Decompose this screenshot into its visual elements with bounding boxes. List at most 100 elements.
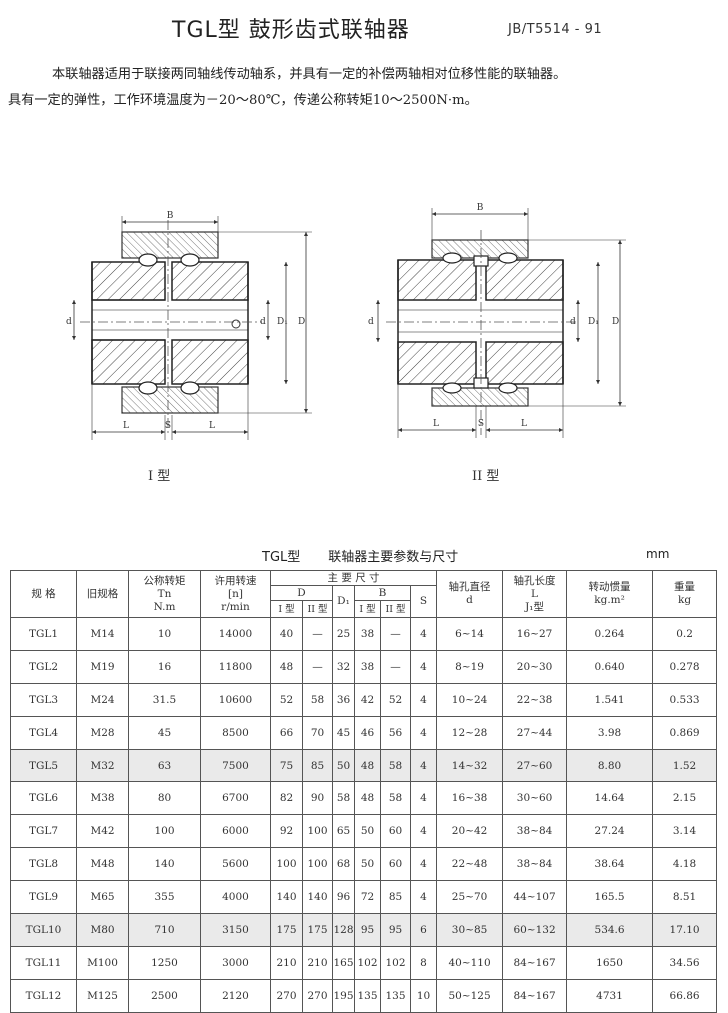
cell-d2: 70 xyxy=(302,715,333,750)
cell-s: 10 xyxy=(409,978,438,1013)
cell-spec: TGL1 xyxy=(10,617,77,651)
cell-b2: — xyxy=(380,617,411,651)
header-D: D xyxy=(270,585,333,601)
cell-tn: 10 xyxy=(128,617,201,651)
intro-line-1: 本联轴器适用于联接两同轴线传动轴系，并具有一定的补偿两轴相对位移性能的联轴器。 xyxy=(52,67,567,82)
cell-tn: 710 xyxy=(128,913,201,947)
cell-inertia: 3.98 xyxy=(566,715,654,750)
cell-old: M80 xyxy=(76,913,129,947)
cell-old: M125 xyxy=(76,978,129,1013)
cell-d2: 270 xyxy=(302,978,333,1013)
type1-drawing: B d d D₁ D L S L xyxy=(66,211,312,440)
cell-d2: 85 xyxy=(302,748,333,783)
cell-old: M65 xyxy=(76,880,129,915)
cell-bore: 10~24 xyxy=(436,682,504,717)
standard-number: JB/T5514 - 91 xyxy=(508,22,603,37)
cell-d1: 100 xyxy=(270,847,303,882)
cell-D1: 65 xyxy=(332,814,355,849)
cell-inertia: 1650 xyxy=(566,945,654,980)
cell-inertia: 165.5 xyxy=(566,880,654,915)
cell-b1: 72 xyxy=(354,880,381,915)
cell-d1: 270 xyxy=(270,978,303,1013)
cell-b2: 135 xyxy=(380,978,411,1013)
cell-weight: 2.15 xyxy=(652,781,718,816)
cell-n: 10600 xyxy=(200,682,271,717)
cell-d2: 175 xyxy=(302,913,333,947)
cell-d1: 210 xyxy=(270,945,303,980)
cell-b1: 95 xyxy=(354,913,381,947)
cell-inertia: 0.640 xyxy=(566,649,654,684)
cell-weight: 1.52 xyxy=(652,748,718,783)
cell-weight: 0.278 xyxy=(652,649,718,684)
cell-s: 4 xyxy=(409,617,438,651)
cell-d2: 210 xyxy=(302,945,333,980)
cell-d1: 40 xyxy=(270,617,303,651)
type2-caption: II 型 xyxy=(472,469,500,484)
cell-d1: 75 xyxy=(270,748,303,783)
cell-spec: TGL9 xyxy=(10,880,77,915)
cell-d2: 100 xyxy=(302,814,333,849)
cell-weight: 4.18 xyxy=(652,847,718,882)
type1-dim-d-left: d xyxy=(66,317,72,327)
cell-b2: 85 xyxy=(380,880,411,915)
cell-n: 8500 xyxy=(200,715,271,750)
header-torque: 公称转矩 Tn N.m xyxy=(128,570,201,618)
cell-inertia: 0.264 xyxy=(566,617,654,651)
cell-b2: 102 xyxy=(380,945,411,980)
cell-d1: 52 xyxy=(270,682,303,717)
cell-weight: 8.51 xyxy=(652,880,718,915)
cell-D1: 32 xyxy=(332,649,355,684)
cell-tn: 31.5 xyxy=(128,682,201,717)
cell-b1: 48 xyxy=(354,781,381,816)
table-title: TGL型联轴器主要参数与尺寸 xyxy=(262,546,486,565)
cell-bore: 50~125 xyxy=(436,978,504,1013)
cell-spec: TGL2 xyxy=(10,649,77,684)
cell-n: 14000 xyxy=(200,617,271,651)
cell-s: 8 xyxy=(409,945,438,980)
cell-len: 30~60 xyxy=(502,781,568,816)
cell-n: 4000 xyxy=(200,880,271,915)
cell-D1: 36 xyxy=(332,682,355,717)
cell-len: 84~167 xyxy=(502,945,568,980)
header-B-I: I 型 xyxy=(354,600,381,618)
cell-len: 60~132 xyxy=(502,913,568,947)
cell-inertia: 14.64 xyxy=(566,781,654,816)
type2-dim-D1: D₁ xyxy=(588,317,599,327)
cell-len: 20~30 xyxy=(502,649,568,684)
type1-dim-D: D xyxy=(298,317,305,327)
cell-len: 16~27 xyxy=(502,617,568,651)
cell-inertia: 1.541 xyxy=(566,682,654,717)
cell-weight: 0.2 xyxy=(652,617,718,651)
cell-weight: 3.14 xyxy=(652,814,718,849)
cell-len: 38~84 xyxy=(502,814,568,849)
cell-b1: 46 xyxy=(354,715,381,750)
cell-b2: 60 xyxy=(380,847,411,882)
cell-d1: 82 xyxy=(270,781,303,816)
cell-tn: 2500 xyxy=(128,978,201,1013)
cell-old: M42 xyxy=(76,814,129,849)
cell-D1: 96 xyxy=(332,880,355,915)
cell-tn: 355 xyxy=(128,880,201,915)
cell-b1: 102 xyxy=(354,945,381,980)
cell-spec: TGL6 xyxy=(10,781,77,816)
cell-b2: 58 xyxy=(380,748,411,783)
cell-b2: — xyxy=(380,649,411,684)
cell-tn: 1250 xyxy=(128,945,201,980)
type2-dim-d-left: d xyxy=(368,317,374,327)
header-B-II: II 型 xyxy=(380,600,411,618)
cell-tn: 16 xyxy=(128,649,201,684)
cell-bore: 25~70 xyxy=(436,880,504,915)
cell-len: 27~60 xyxy=(502,748,568,783)
cell-b2: 58 xyxy=(380,781,411,816)
cell-D1: 50 xyxy=(332,748,355,783)
cell-d2: 100 xyxy=(302,847,333,882)
cell-old: M32 xyxy=(76,748,129,783)
cell-bore: 6~14 xyxy=(436,617,504,651)
header-main-dims: 主 要 尺 寸 xyxy=(269,570,438,586)
